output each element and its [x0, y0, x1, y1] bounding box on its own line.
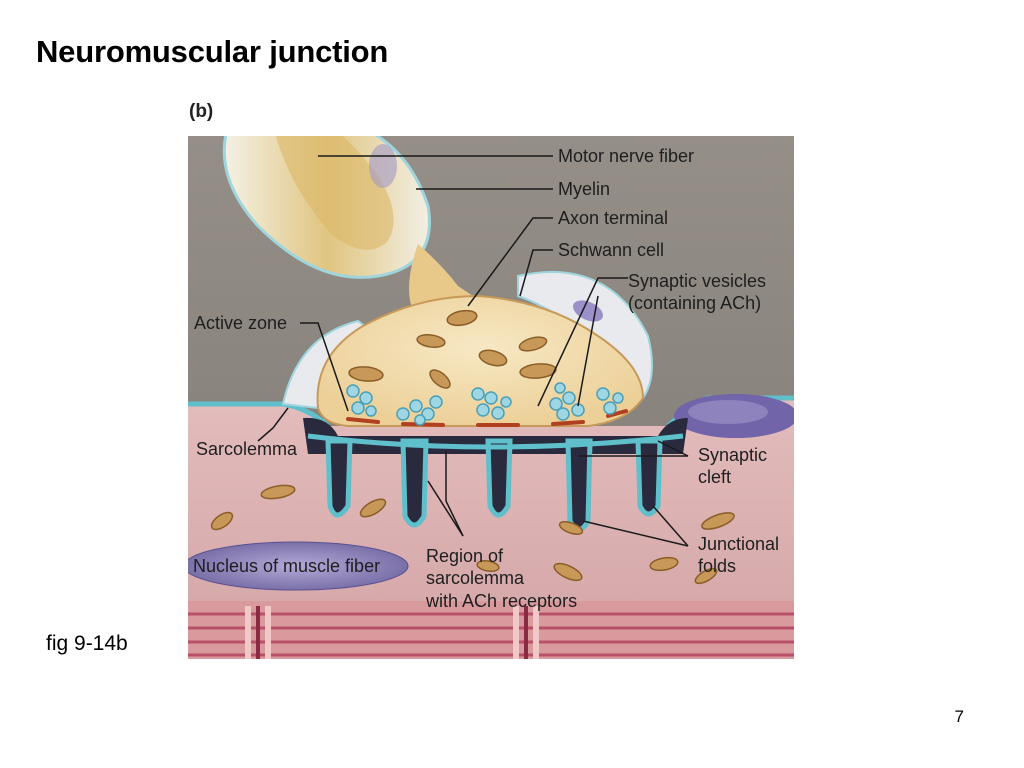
- label-synaptic-vesicles-sub: (containing ACh): [628, 293, 761, 313]
- slide-title: Neuromuscular junction: [36, 34, 389, 69]
- panel-label: (b): [189, 101, 214, 122]
- label-myelin: Myelin: [558, 179, 610, 199]
- label-schwann-cell: Schwann cell: [558, 240, 664, 260]
- label-motor-nerve-fiber: Motor nerve fiber: [558, 146, 694, 166]
- label-junctional-folds-sub: folds: [698, 556, 736, 576]
- figure-caption: fig 9-14b: [46, 632, 128, 655]
- label-region: Region of: [426, 546, 504, 566]
- label-synaptic-cleft-sub: cleft: [698, 467, 731, 487]
- label-synaptic-cleft: Synaptic: [698, 445, 767, 465]
- label-active-zone: Active zone: [194, 313, 287, 333]
- label-region-line2: sarcolemma: [426, 568, 525, 588]
- label-region-line3: with ACh receptors: [425, 591, 577, 611]
- label-synaptic-vesicles: Synaptic vesicles: [628, 271, 766, 291]
- neuromuscular-junction-diagram: Motor nerve fiber Myelin Axon terminal S…: [188, 136, 794, 659]
- page-number: 7: [954, 707, 964, 726]
- label-axon-terminal: Axon terminal: [558, 208, 668, 228]
- label-junctional-folds: Junctional: [698, 534, 779, 554]
- label-sarcolemma: Sarcolemma: [196, 439, 298, 459]
- label-nucleus: Nucleus of muscle fiber: [193, 556, 380, 576]
